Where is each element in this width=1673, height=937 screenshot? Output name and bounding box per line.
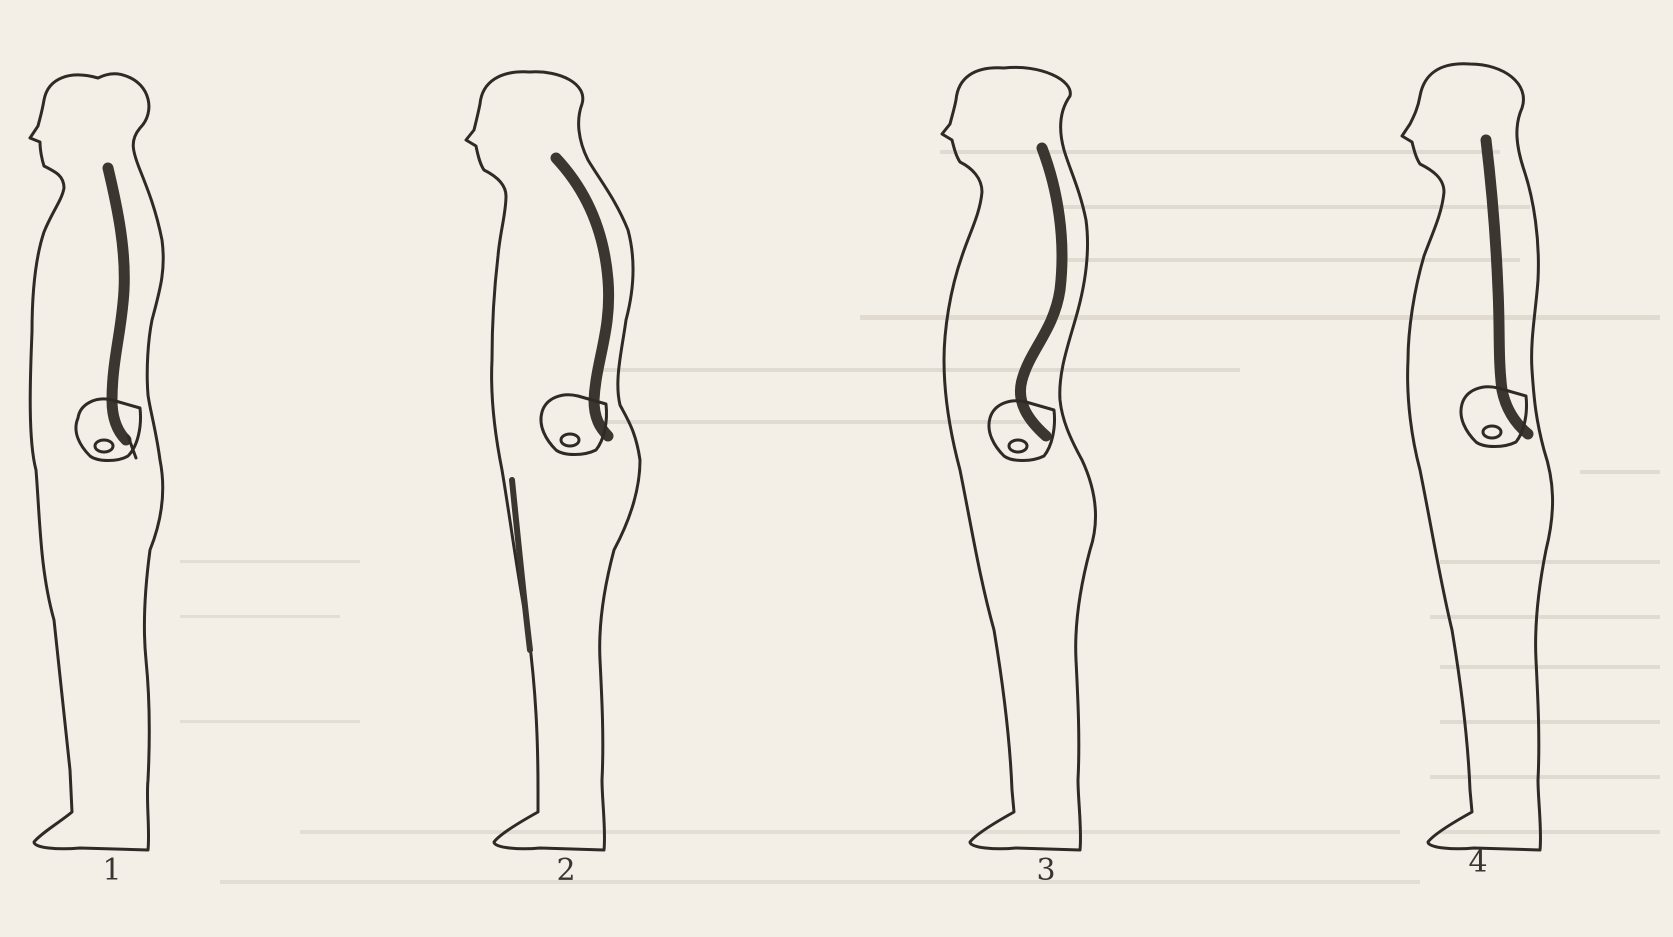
figure-label-1: 1 bbox=[102, 853, 121, 888]
leg-shading bbox=[512, 480, 530, 650]
figure-label-4: 4 bbox=[1468, 845, 1487, 880]
body-outline bbox=[1402, 64, 1553, 850]
body-outline bbox=[30, 74, 163, 850]
posture-figure-lordotic bbox=[942, 67, 1096, 850]
bleed-through-text bbox=[180, 150, 1660, 884]
posture-figure-flat-back bbox=[1402, 64, 1553, 850]
posture-figure-slouched bbox=[466, 72, 640, 850]
spine bbox=[1020, 148, 1062, 436]
posture-figure-normal bbox=[30, 74, 163, 850]
figure-label-3: 3 bbox=[1036, 853, 1055, 888]
body-outline bbox=[942, 67, 1096, 850]
body-outline bbox=[466, 72, 640, 850]
figure-label-2: 2 bbox=[556, 853, 575, 888]
